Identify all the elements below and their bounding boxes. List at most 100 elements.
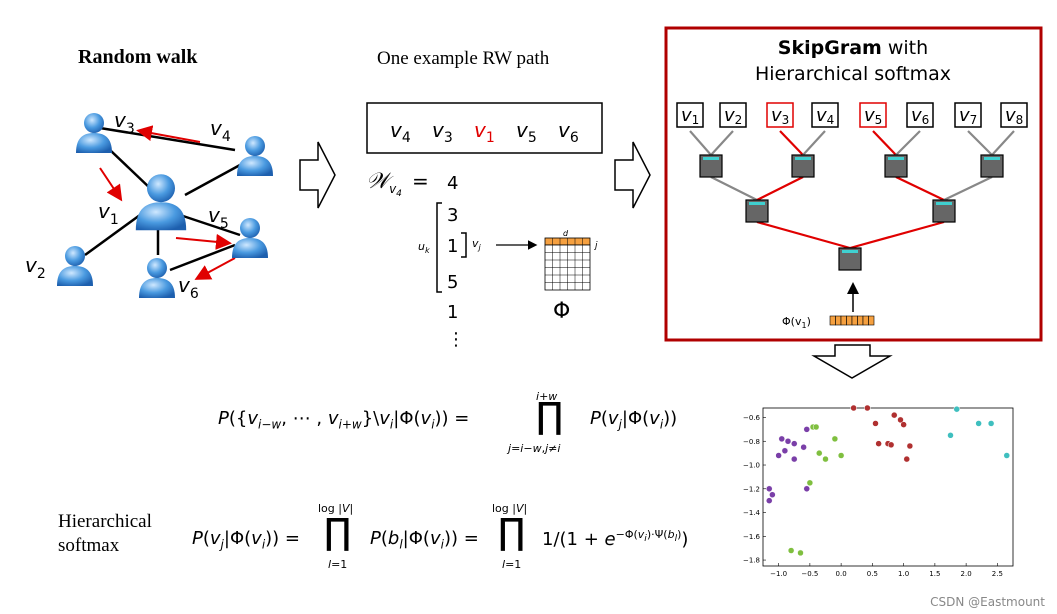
person-v4-icon — [237, 136, 273, 176]
phi-label: Φ — [553, 299, 570, 324]
scatter-point — [769, 491, 776, 498]
tree-root-node-vector — [842, 250, 858, 253]
node-label-v5: v5 — [208, 203, 229, 232]
tree-leaf-label-v7: v7 — [959, 105, 977, 127]
scatter-point — [797, 549, 804, 557]
scatter-point — [903, 455, 910, 463]
rw-sequence: v4 v3 v1 v5 v6 — [390, 118, 579, 146]
tree-inner-node-l1-1-vector — [795, 157, 811, 160]
scatter-point — [778, 435, 785, 443]
phi-v1-label: Φ(v1) — [782, 315, 811, 330]
scatter-point — [1003, 452, 1010, 459]
person-v6-icon — [139, 258, 175, 298]
embedding-cell — [857, 315, 864, 326]
scatter-point — [875, 440, 882, 447]
tree-inner-node-l1-2 — [884, 154, 908, 178]
window-value-4: 1 — [447, 302, 458, 323]
scatter-point — [781, 447, 789, 455]
window-value-1: 3 — [447, 205, 458, 226]
scatter-y-tick: −1.4 — [743, 509, 761, 517]
scatter-point — [864, 404, 871, 412]
skipgram-subtitle: Hierarchical softmax — [755, 63, 951, 85]
tree-leaf-v5 — [859, 102, 887, 128]
window-value-2: 1 — [447, 236, 458, 257]
scatter-x-tick: 0.5 — [867, 570, 878, 578]
flow-arrow-1 — [299, 141, 336, 209]
scatter-y-tick: −1.8 — [743, 557, 760, 565]
scatter-y-tick: −0.6 — [743, 414, 761, 422]
scatter-point — [987, 420, 995, 427]
tree-leaf-label-v2: v2 — [724, 105, 742, 127]
tree-leaf-v6 — [906, 102, 934, 128]
window-symbol: 𝒲v4 — [366, 169, 402, 199]
person-v3-icon — [76, 113, 112, 153]
tree-inner-node-l1-3 — [980, 154, 1004, 178]
tree-root-node — [838, 247, 862, 271]
window-vdots: ⋮ — [447, 329, 465, 350]
matrix-d-label: d — [563, 229, 569, 238]
scatter-point — [784, 438, 792, 445]
scatter-y-tick: −0.8 — [743, 438, 760, 446]
rw-path-title: One example RW path — [377, 48, 550, 69]
tree-inner-node-l1-0-vector — [703, 157, 719, 160]
window-column: 𝒲v4 = 4 3 1 5 1 ⋮ uk vj — [366, 169, 538, 350]
tree-inner-node-l2-0 — [745, 199, 769, 223]
scatter-point — [816, 449, 823, 457]
scatter-point — [975, 420, 982, 427]
tree-leaf-label-v3: v3 — [771, 105, 789, 127]
scatter-point — [800, 443, 807, 451]
rw-seq-4: v6 — [558, 118, 579, 146]
tree-inner-node-l2-0-vector — [749, 202, 765, 205]
scatter-point — [803, 485, 810, 493]
embedding-vector — [829, 315, 875, 326]
scatter-point — [775, 452, 782, 459]
rw-path-box — [366, 102, 603, 154]
scatter-x-tick: 0.0 — [836, 570, 847, 578]
phi-matrix: d j Φ — [544, 229, 598, 324]
tree-inner-node-l2-1 — [932, 199, 956, 223]
node-label-v6: v6 — [178, 273, 199, 302]
scatter-x-tick: 2.0 — [961, 570, 972, 578]
hier-label-line-1: Hierarchical — [58, 511, 152, 532]
tree-inner-node-l1-3-vector — [984, 157, 1000, 160]
scatter-point — [766, 485, 773, 493]
tree-leaf-label-v1: v1 — [681, 105, 699, 127]
rw-seq-3: v5 — [516, 118, 537, 146]
scatter-point — [887, 441, 895, 449]
tree-leaf-v8 — [1000, 102, 1028, 128]
scatter-point — [837, 452, 845, 459]
person-v5-icon — [232, 218, 268, 258]
scatter-x-tick: 1.0 — [898, 570, 909, 578]
scatter-point — [787, 547, 795, 554]
scatter-point — [891, 411, 898, 419]
tree-inner-node-l1-0 — [699, 154, 723, 178]
tree-inner-node-l2-1-vector — [936, 202, 952, 205]
node-label-v2: v2 — [25, 253, 46, 282]
scatter-y-tick: −1.6 — [743, 533, 761, 541]
rw-seq-2: v1 — [474, 118, 495, 146]
hier-label-line-2: softmax — [58, 535, 120, 556]
scatter-point — [791, 455, 798, 463]
embedding-cell — [840, 315, 847, 326]
scatter-x-tick: 1.5 — [929, 570, 940, 578]
scatter-x-tick: −0.5 — [801, 570, 818, 578]
scatter-x-tick: −1.0 — [770, 570, 787, 578]
node-label-v4: v4 — [210, 116, 231, 145]
scatter-y-tick: −1.0 — [743, 462, 760, 470]
scatter-point — [850, 404, 857, 412]
embedding-cell — [829, 315, 836, 326]
equation-1: P({vi−w, ⋯ , vi+w}\vi|Φ(vi)) = i+w ∏ j=i… — [218, 390, 678, 455]
tree-leaf-label-v6: v6 — [911, 105, 929, 127]
scatter-point — [872, 420, 879, 427]
rw-seq-1: v3 — [432, 118, 453, 146]
tree-leaf-v2 — [719, 102, 747, 128]
scatter-point — [766, 497, 773, 504]
scatter-point — [831, 435, 839, 443]
random-walk-graph: v3 v4 v1 v5 v2 v6 — [25, 108, 273, 302]
embedding-cell — [835, 315, 842, 326]
scatter-point — [812, 423, 820, 431]
scatter-point — [791, 440, 798, 447]
